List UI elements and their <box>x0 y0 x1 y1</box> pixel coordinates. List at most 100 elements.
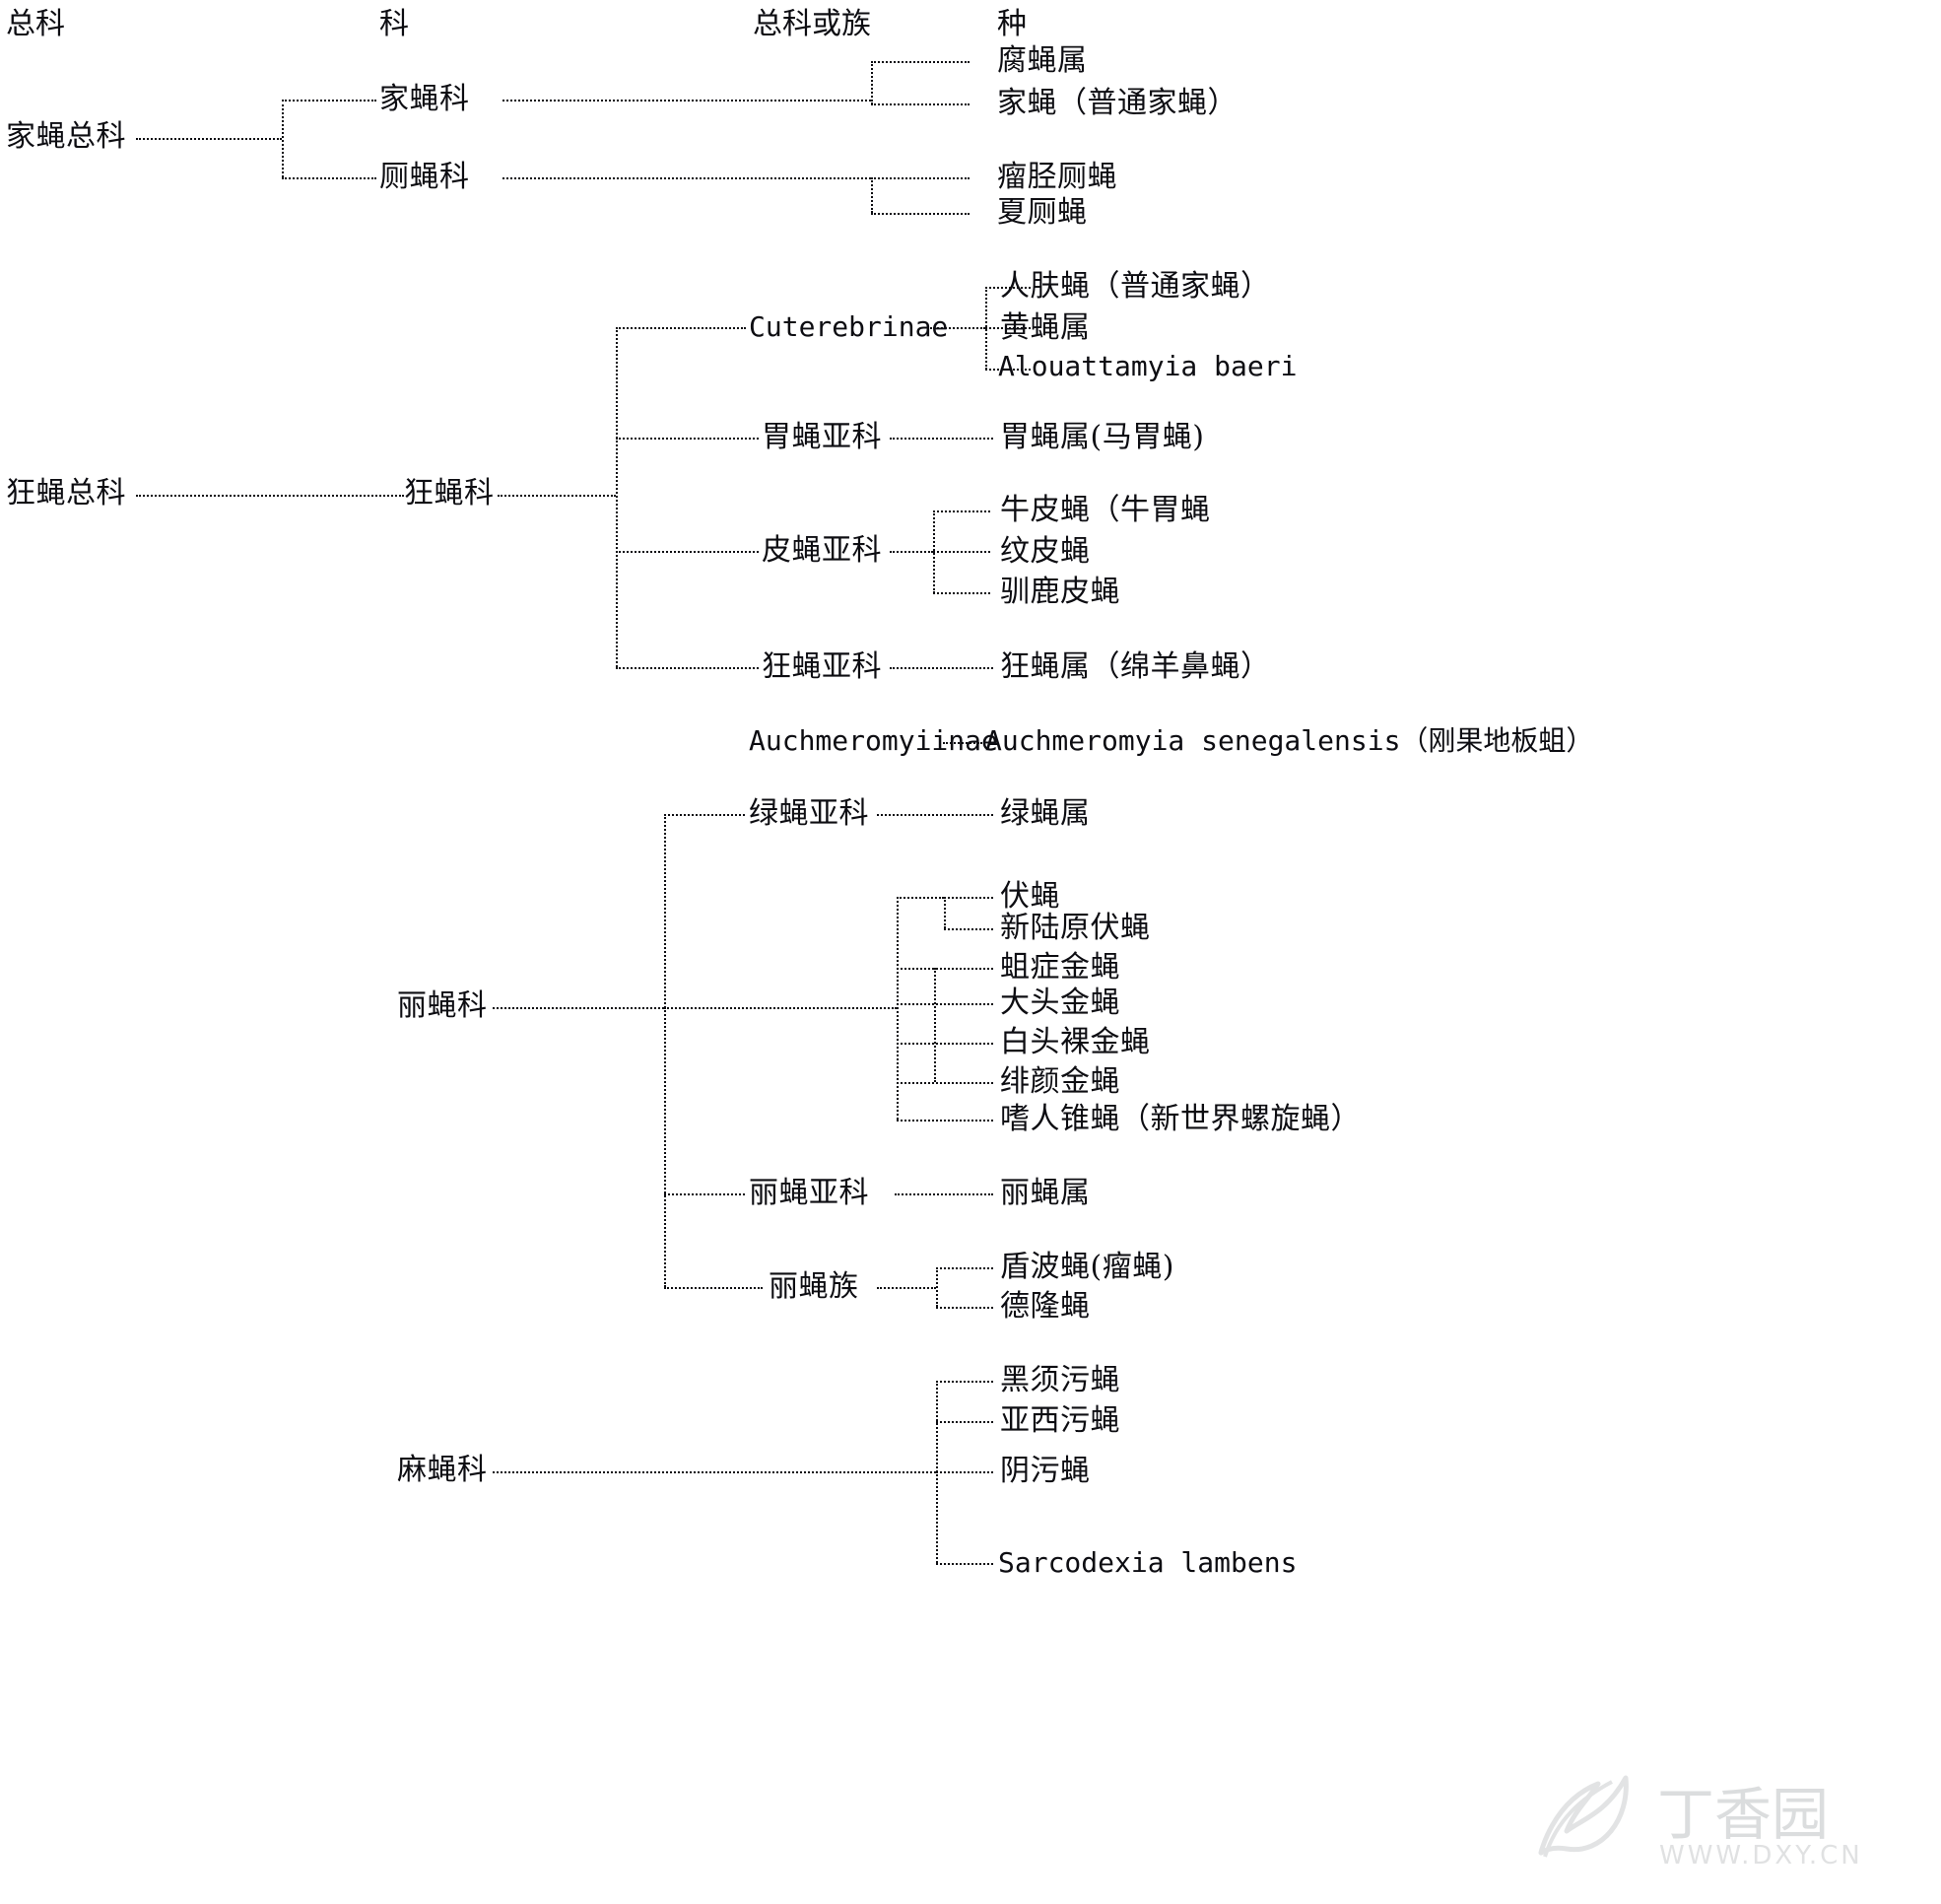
connector-hypodermatinae-out <box>890 551 933 553</box>
connector-chrysomya-rufifacies <box>897 1082 993 1084</box>
node-calliphoridae: 丽蝇科 <box>397 988 488 1023</box>
node-wohlfahrtia-magnifica: 黑须污蝇 <box>1000 1363 1120 1397</box>
node-fannia-genus: 腐蝇属 <box>997 43 1088 78</box>
connector-cordylobia-pair-spine <box>944 897 946 928</box>
connector-gasterophilinae-out <box>890 438 993 440</box>
connector-chrysomya-megacephala <box>897 1003 993 1005</box>
node-calliphora: 丽蝇属 <box>1000 1176 1091 1210</box>
connector-musca-domestica <box>871 103 970 105</box>
connector-hypoderma-tarandi <box>933 592 990 594</box>
connector-fanniidae-split <box>871 177 873 213</box>
node-auchmeromyiinae: Auchmeromyiinae <box>749 724 998 757</box>
connector-calliphoridae-out <box>493 1007 664 1009</box>
column-header-superfamily: 总科 <box>6 7 65 41</box>
node-wohlfahrtia-nuba: 阴污蝇 <box>1000 1454 1091 1488</box>
node-chrysomya-albiceps: 白头裸金蝇 <box>1000 1025 1151 1059</box>
node-gasterophilinae: 胃蝇亚科 <box>762 420 882 454</box>
node-oestridae: 狂蝇科 <box>404 476 495 510</box>
connector-fanniidae-out <box>502 177 871 179</box>
connector-calliphorini-spine <box>936 1267 938 1307</box>
connector-calliphorinae-out <box>895 1193 993 1195</box>
node-musca-domestica: 家蝇（普通家蝇） <box>997 86 1238 120</box>
connector-auchmeromyiinae-out <box>943 742 982 744</box>
node-dermatobia: 人肤蝇（普通家蝇） <box>1000 269 1271 304</box>
connector-protophormia <box>936 1267 993 1269</box>
connector-fanniidae-in <box>282 177 376 179</box>
column-header-subfamily-or-tribe: 总科或族 <box>753 7 871 41</box>
connector-oestridae-out <box>498 495 616 497</box>
connector-cuterebrinae-out <box>930 327 985 329</box>
node-phormia-regina: 德隆蝇 <box>1000 1289 1091 1324</box>
connector-muscoidea-bar <box>282 100 284 177</box>
node-cordylobia-anthropophaga: 伏蝇 <box>1000 879 1060 914</box>
watermark: 丁香园 WWW.DXY.CN <box>1509 1742 1923 1890</box>
watermark-brand: 丁香园 <box>1657 1781 1830 1848</box>
node-hypodermatinae: 皮蝇亚科 <box>762 533 882 568</box>
connector-muscidae-split <box>871 61 873 104</box>
connector-cuterebrinae-in <box>616 327 746 329</box>
node-oestrus-ovis: 狂蝇属（绵羊鼻蝇） <box>1000 649 1271 684</box>
watermark-url: WWW.DXY.CN <box>1659 1841 1863 1870</box>
connector-oestridae-spine <box>616 327 618 667</box>
connector-cuterebra <box>985 327 1031 329</box>
connector-phormia-regina <box>936 1307 993 1309</box>
connector-chrysomya-albiceps <box>897 1043 993 1045</box>
node-hypoderma-tarandi: 驯鹿皮蝇 <box>1000 575 1120 609</box>
connector-luciliinae-out <box>877 814 993 816</box>
node-cochliomyia-hominivorax-a: 新陆原伏蝇 <box>1000 911 1151 945</box>
connector-dermatobia <box>985 287 1031 289</box>
connector-hypoderma-lineatum <box>933 551 990 553</box>
connector-sarcodexia-lambens <box>936 1563 993 1565</box>
connector-wohlfahrtia-nuba <box>936 1471 993 1473</box>
node-oestroidea: 狂蝇总科 <box>6 476 126 510</box>
node-fanniidae: 厕蝇科 <box>379 160 470 194</box>
node-oestrinae: 狂蝇亚科 <box>762 649 882 684</box>
node-sarcophagidae: 麻蝇科 <box>397 1453 488 1487</box>
node-hypoderma-bovis: 牛皮蝇（牛胃蝇 <box>1000 493 1211 527</box>
node-muscidae: 家蝇科 <box>379 82 470 116</box>
node-calliphorini: 丽蝇族 <box>769 1269 859 1304</box>
connector-chrysomya-group-spine <box>934 968 936 1082</box>
node-luciliinae: 绿蝇亚科 <box>749 796 869 831</box>
connector-muscidae-in <box>282 100 376 102</box>
node-fannia-scalaris: 瘤胫厕蝇 <box>997 160 1117 194</box>
node-cuterebrinae: Cuterebrinae <box>749 310 949 343</box>
node-chrysomya-rufifacies: 绯颜金蝇 <box>1000 1064 1120 1099</box>
connector-luciliinae-in <box>664 814 745 816</box>
connector-fannia-scalaris <box>871 177 970 179</box>
column-header-family: 科 <box>379 7 409 41</box>
node-chrysomya-bezziana: 蛆症金蝇 <box>1000 950 1120 985</box>
node-cuterebra: 黄蝇属 <box>1000 310 1091 345</box>
node-wohlfahrtia-vigil: 亚西污蝇 <box>1000 1403 1120 1438</box>
connector-oestroidea-stem <box>136 495 404 497</box>
connector-gasterophilinae-in <box>616 438 759 440</box>
connector-cordylobia-group-in <box>897 897 944 899</box>
connector-hypodermatinae-in <box>616 551 759 553</box>
node-fannia-canicularis: 夏厕蝇 <box>997 195 1088 230</box>
node-alouattamyia: Alouattamyia baeri <box>998 350 1298 382</box>
connector-calliphorini-out <box>877 1287 936 1289</box>
connector-calliphorini-in <box>664 1287 763 1289</box>
node-sarcodexia-lambens: Sarcodexia lambens <box>998 1546 1298 1579</box>
leaf-logo-icon <box>1538 1775 1629 1858</box>
connector-alouattamyia <box>985 369 1031 371</box>
node-chrysomya-megacephala: 大头金蝇 <box>1000 986 1120 1020</box>
connector-chrysomyinae-spine <box>897 897 899 1120</box>
connector-wohlfahrtia-magnifica <box>936 1381 993 1383</box>
node-protophormia: 盾波蝇(瘤蝇) <box>1000 1250 1174 1284</box>
connector-chrysomyinae-in <box>664 1007 897 1009</box>
node-lucilia: 绿蝇属 <box>1000 796 1091 831</box>
connector-wohlfahrtia-vigil <box>936 1421 993 1423</box>
connector-oestrinae-in <box>616 667 759 669</box>
connector-muscoidea-stem <box>136 138 282 140</box>
column-header-species: 种 <box>997 7 1027 41</box>
node-muscoidea: 家蝇总科 <box>6 119 126 154</box>
node-hypoderma-lineatum: 纹皮蝇 <box>1000 534 1091 569</box>
connector-fannia-canicularis <box>871 213 970 215</box>
node-gasterophilus: 胃蝇属(马胃蝇) <box>1000 420 1205 454</box>
connector-calliphoridae-spine <box>664 814 666 1287</box>
connector-fannia-genus <box>871 61 970 63</box>
node-auchmeromyia-senegalensis: Auchmeromyia senegalensis（刚果地板蛆） <box>985 724 1594 757</box>
connector-cordylobia <box>944 897 993 899</box>
